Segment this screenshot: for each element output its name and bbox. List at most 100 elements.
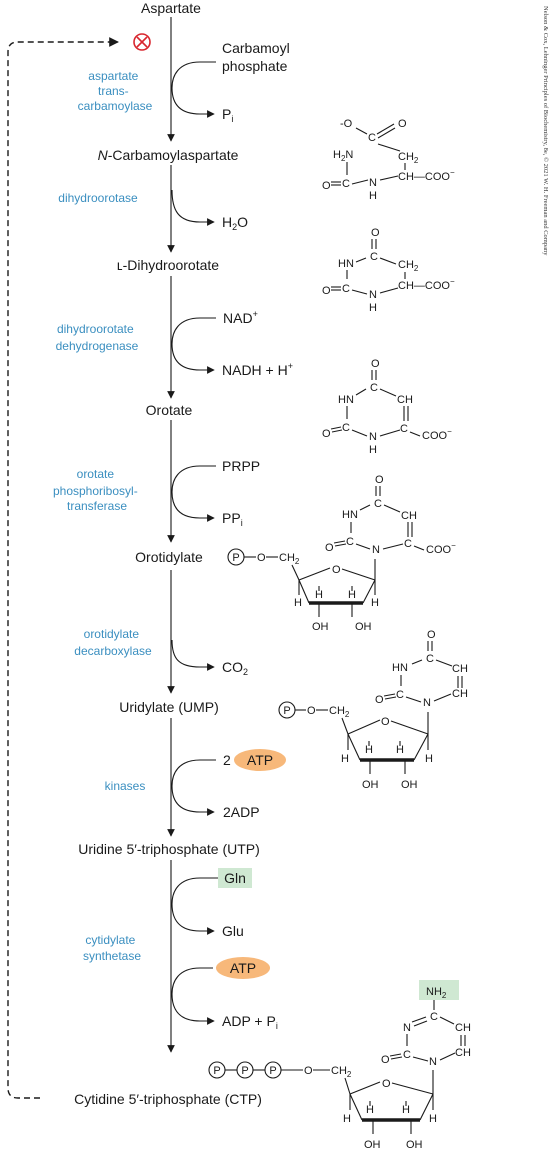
svg-text:CH2: CH2 [331, 1065, 352, 1079]
svg-text:CH: CH [455, 1022, 471, 1034]
svg-text:HN: HN [392, 662, 408, 674]
svg-text:O: O [325, 542, 334, 554]
svg-text:H: H [402, 1104, 410, 1116]
svg-text:CH2: CH2 [398, 259, 419, 273]
structure-carbamoylaspartate: -O C O CH2 H2N C O N H CH—COO− [322, 118, 455, 202]
svg-text:CH—COO−: CH—COO− [398, 277, 455, 292]
enzyme-aspartate-transcarbamoylase: aspartate trans- carbamoylase [78, 69, 153, 113]
svg-text:CH: CH [397, 394, 413, 406]
svg-text:H: H [343, 1113, 351, 1125]
product-nadh: NADH + H+ [222, 361, 293, 378]
svg-text:N: N [423, 697, 431, 709]
inhibition-icon [133, 33, 151, 51]
svg-text:H: H [425, 753, 433, 765]
svg-text:CH2: CH2 [279, 552, 300, 566]
svg-text:H: H [348, 589, 356, 601]
svg-text:OH: OH [364, 1139, 381, 1151]
svg-text:C: C [430, 1011, 438, 1023]
enzyme-dihydroorotase: dihydroorotase [58, 191, 138, 205]
svg-text:C: C [426, 653, 434, 665]
svg-text:O: O [371, 358, 380, 370]
product-co2: CO2 [222, 659, 248, 677]
svg-text:O: O [257, 552, 266, 564]
cosubstrate-prpp: PRPP [222, 458, 260, 474]
svg-text:O: O [427, 629, 436, 641]
svg-text:COO−: COO− [426, 541, 456, 556]
structure-ctp: NH2 C N CH C O N CH P P P O CH2 O [208, 980, 471, 1151]
svg-text:C: C [403, 1049, 411, 1061]
svg-text:OH: OH [362, 779, 379, 791]
product-glu: Glu [222, 923, 244, 939]
svg-text:H: H [371, 597, 379, 609]
cosubstrate-nad: NAD+ [223, 309, 258, 326]
structure-ump: O C HN CH C O N CH P O CH2 O H [278, 629, 468, 791]
svg-text:H: H [294, 597, 302, 609]
side-arrow-nad [171, 317, 216, 374]
svg-text:HN: HN [338, 394, 354, 406]
svg-text:O: O [322, 285, 331, 297]
svg-text:NH2: NH2 [426, 986, 447, 1000]
enzyme-orotidylate-decarboxylase: orotidylate decarboxylase [74, 627, 152, 658]
side-arrow-prpp [171, 465, 216, 522]
structure-orotidylate: O C HN CH C O N C COO− P O CH2 O [227, 474, 456, 633]
svg-text:P: P [283, 705, 290, 717]
svg-text:O: O [375, 474, 384, 486]
svg-text:OH: OH [355, 621, 372, 633]
svg-text:O: O [304, 1065, 313, 1077]
svg-text:O: O [322, 428, 331, 440]
svg-text:CH: CH [455, 1047, 471, 1059]
metabolite-orotidylate: Orotidylate [135, 549, 203, 565]
svg-text:O: O [382, 1078, 391, 1090]
side-arrow-gln [171, 877, 218, 935]
svg-text:H2N: H2N [333, 149, 353, 163]
enzyme-orotate-phosphoribosyltransferase: orotate phosphoribosyl- transferase [53, 467, 141, 513]
atp-badge-2: ATP [216, 957, 270, 979]
svg-text:OH: OH [406, 1139, 423, 1151]
metabolite-orotate: Orotate [146, 402, 193, 418]
svg-text:H: H [396, 744, 404, 756]
metabolite-ctp: Cytidine 5′-triphosphate (CTP) [74, 1091, 262, 1107]
structure-orotate: O C HN CH C O N H C COO− [322, 358, 452, 456]
enzyme-dihydroorotate-dehydrogenase: dihydroorotate dehydrogenase [56, 322, 139, 353]
svg-text:C: C [404, 538, 412, 550]
svg-text:CH2: CH2 [329, 705, 350, 719]
svg-text:N: N [369, 431, 377, 443]
svg-text:O: O [381, 1054, 390, 1066]
metabolite-utp: Uridine 5′-triphosphate (UTP) [78, 841, 260, 857]
svg-text:C: C [396, 689, 404, 701]
structure-dihydroorotate: O C HN CH2 C O N H CH—COO− [322, 227, 455, 314]
svg-text:C: C [400, 423, 408, 435]
svg-text:ATP: ATP [247, 752, 273, 768]
svg-text:O: O [398, 118, 407, 130]
metabolite-ump: Uridylate (UMP) [119, 699, 219, 715]
product-2adp: 2ADP [223, 804, 260, 820]
svg-text:CH2: CH2 [398, 151, 419, 165]
svg-text:O: O [371, 227, 380, 239]
svg-text:C: C [346, 536, 354, 548]
svg-text:O: O [332, 564, 341, 576]
svg-text:H: H [369, 444, 377, 456]
svg-text:OH: OH [312, 621, 329, 633]
svg-text:H: H [369, 190, 377, 202]
svg-text:HN: HN [338, 258, 354, 270]
side-arrow-carbamoyl [171, 61, 216, 118]
svg-text:N: N [429, 1056, 437, 1068]
svg-text:N: N [369, 289, 377, 301]
product-pi: Pi [222, 106, 233, 124]
svg-text:OH: OH [401, 779, 418, 791]
metabolite-dihydroorotate: ʟ-Dihydroorotate [117, 257, 219, 273]
svg-text:C: C [342, 178, 350, 190]
svg-text:H: H [341, 753, 349, 765]
svg-text:P: P [241, 1065, 248, 1077]
cosubstrate-two: 2 [223, 752, 231, 768]
svg-text:C: C [370, 251, 378, 263]
svg-text:COO−: COO− [422, 427, 452, 442]
metabolite-aspartate: Aspartate [141, 0, 201, 16]
svg-text:P: P [213, 1065, 220, 1077]
svg-text:N: N [403, 1022, 411, 1034]
enzyme-cytidylate-synthetase: cytidylate synthetase [83, 933, 141, 963]
side-arrow-atp2 [171, 967, 215, 1025]
svg-text:Gln: Gln [224, 870, 246, 886]
svg-text:C: C [374, 498, 382, 510]
